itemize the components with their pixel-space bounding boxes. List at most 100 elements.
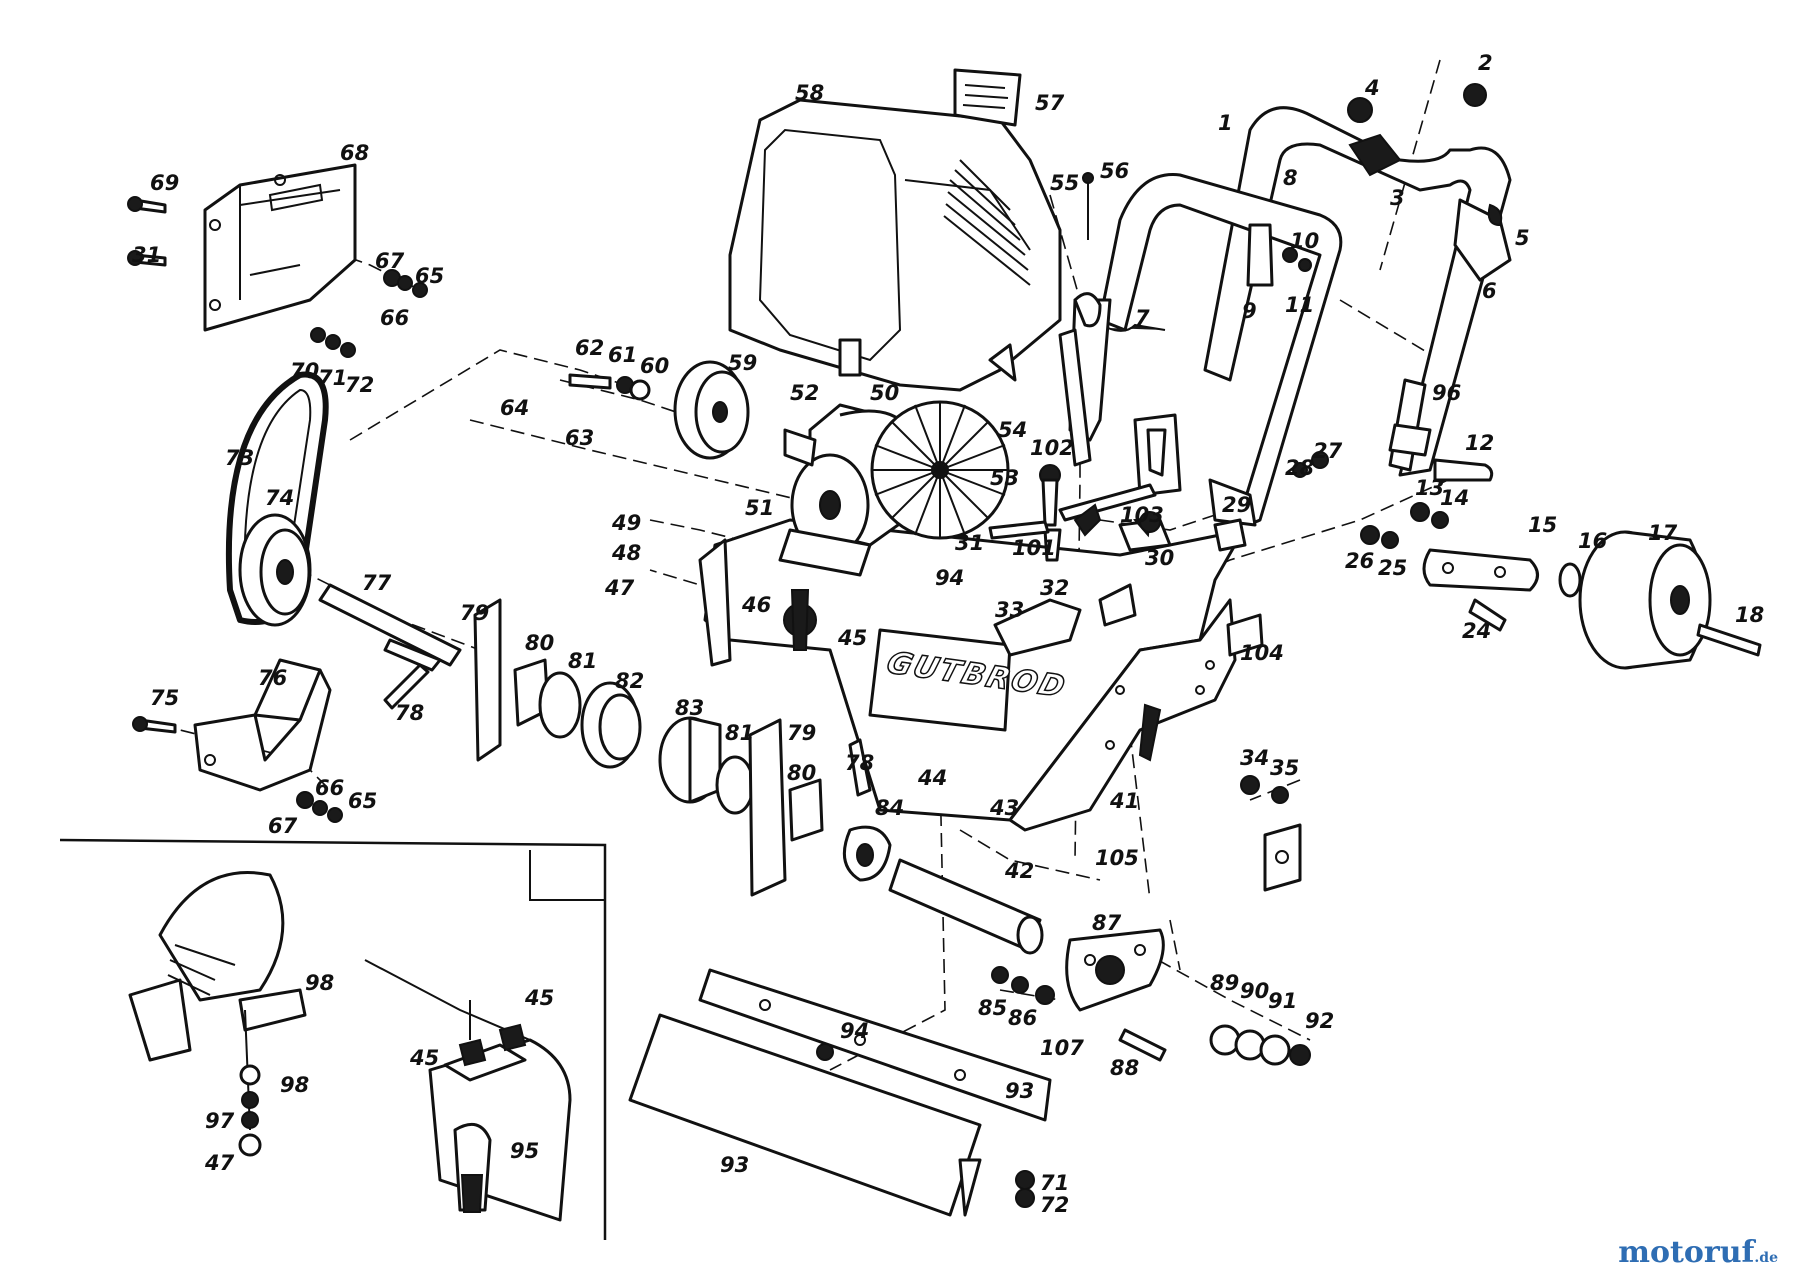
callout-45-inset-top: 45 bbox=[524, 986, 554, 1010]
side-bracket-right bbox=[1226, 613, 1302, 892]
rear-wheel bbox=[1578, 530, 1762, 670]
callout-44: 44 bbox=[917, 766, 947, 790]
callout-65-cover: 65 bbox=[415, 264, 444, 288]
callout-72-plate: 72 bbox=[1040, 1193, 1069, 1217]
callout-25: 25 bbox=[1378, 556, 1407, 580]
motor-hood bbox=[728, 98, 1062, 392]
callout-93: 93 bbox=[1005, 1079, 1034, 1103]
callout-12: 12 bbox=[1465, 431, 1494, 455]
callout-56: 56 bbox=[1100, 159, 1129, 183]
callout-47: 47 bbox=[604, 576, 635, 600]
callout-67-bracket: 67 bbox=[268, 814, 298, 838]
callout-1: 1 bbox=[1218, 111, 1233, 135]
callout-88: 88 bbox=[1110, 1056, 1139, 1080]
main-housing: GUTBROD bbox=[698, 518, 1237, 832]
callout-52: 52 bbox=[790, 381, 819, 405]
callout-45-inset-left: 45 bbox=[409, 1046, 439, 1070]
base-plate bbox=[628, 968, 1052, 1217]
callout-93-front: 93 bbox=[720, 1153, 749, 1177]
callout-66-cover: 66 bbox=[380, 306, 409, 330]
hood-bolt bbox=[1058, 172, 1102, 467]
part-callouts: 1 2 3 4 5 6 7 8 9 10 11 12 13 14 15 16 1… bbox=[132, 51, 1764, 1217]
callout-29: 29 bbox=[1222, 493, 1251, 517]
callout-68: 68 bbox=[340, 141, 369, 165]
callout-53: 53 bbox=[990, 466, 1019, 490]
callout-80-right: 80 bbox=[787, 761, 816, 785]
wheel-bracket bbox=[1360, 502, 1582, 632]
callout-91: 91 bbox=[1268, 989, 1297, 1013]
callout-107: 107 bbox=[1040, 1036, 1084, 1060]
callout-101: 101 bbox=[1012, 536, 1056, 560]
hood-vent-grille bbox=[943, 159, 1031, 286]
switch-bracket bbox=[988, 413, 1247, 562]
callout-60: 60 bbox=[640, 354, 669, 378]
callout-79: 79 bbox=[460, 601, 489, 625]
cooling-fan bbox=[870, 400, 1010, 540]
callout-79-right: 79 bbox=[787, 721, 816, 745]
watermark-name: motoruf bbox=[1618, 1235, 1755, 1270]
callout-83: 83 bbox=[675, 696, 704, 720]
callout-5: 5 bbox=[1515, 226, 1530, 250]
callout-81-right: 81 bbox=[725, 721, 754, 745]
callout-67-cover: 67 bbox=[375, 249, 405, 273]
callout-98-bottom: 98 bbox=[280, 1073, 309, 1097]
callout-86: 86 bbox=[1008, 1006, 1037, 1030]
callout-90: 90 bbox=[1240, 979, 1269, 1003]
callout-47-inset: 47 bbox=[204, 1151, 235, 1175]
callout-102: 102 bbox=[1030, 436, 1074, 460]
callout-74: 74 bbox=[265, 486, 294, 510]
callout-69: 69 bbox=[150, 171, 179, 195]
callout-24: 24 bbox=[1462, 619, 1491, 643]
callout-62: 62 bbox=[575, 336, 604, 360]
callout-98-top: 98 bbox=[305, 971, 334, 995]
callout-87: 87 bbox=[1092, 911, 1122, 935]
callout-105: 105 bbox=[1095, 846, 1139, 870]
callout-3: 3 bbox=[1390, 186, 1405, 210]
callout-8: 8 bbox=[1283, 166, 1298, 190]
callout-10: 10 bbox=[1290, 229, 1319, 253]
callout-58: 58 bbox=[795, 81, 824, 105]
callout-11: 11 bbox=[1285, 293, 1314, 317]
callout-17: 17 bbox=[1648, 521, 1678, 545]
tine-shaft bbox=[888, 858, 1311, 1066]
callout-57: 57 bbox=[1035, 91, 1065, 115]
callout-73: 73 bbox=[225, 446, 254, 470]
callout-28: 28 bbox=[1285, 456, 1314, 480]
inset-detail bbox=[59, 838, 607, 1240]
callout-7: 7 bbox=[1135, 306, 1150, 330]
callout-9: 9 bbox=[1242, 299, 1257, 323]
callout-85: 85 bbox=[978, 996, 1007, 1020]
callout-82: 82 bbox=[615, 669, 644, 693]
callout-30: 30 bbox=[1145, 546, 1174, 570]
callout-103: 103 bbox=[1120, 503, 1164, 527]
callout-71: 71 bbox=[318, 366, 347, 390]
callout-2: 2 bbox=[1478, 51, 1493, 75]
callout-92: 92 bbox=[1305, 1009, 1334, 1033]
callout-81: 81 bbox=[568, 649, 597, 673]
callout-104: 104 bbox=[1240, 641, 1284, 665]
callout-65-bracket: 65 bbox=[348, 789, 377, 813]
callout-70: 70 bbox=[290, 359, 319, 383]
callout-42: 42 bbox=[1004, 859, 1034, 883]
callout-50: 50 bbox=[870, 381, 899, 405]
callout-34: 34 bbox=[1240, 746, 1269, 770]
callout-46: 46 bbox=[741, 593, 771, 617]
callout-80: 80 bbox=[525, 631, 554, 655]
watermark-tld: .de bbox=[1754, 1250, 1778, 1266]
callout-35: 35 bbox=[1270, 756, 1299, 780]
roller-pulley bbox=[238, 513, 462, 710]
callout-4: 4 bbox=[1364, 76, 1380, 100]
callout-32: 32 bbox=[1040, 576, 1069, 600]
callout-43: 43 bbox=[989, 796, 1019, 820]
callout-41: 41 bbox=[1109, 789, 1139, 813]
motor-pulley bbox=[568, 360, 750, 460]
callout-78-shaft: 78 bbox=[845, 751, 874, 775]
height-adjust-rod bbox=[1388, 378, 1494, 482]
callout-64: 64 bbox=[500, 396, 529, 420]
warning-decal bbox=[953, 68, 1022, 127]
callout-27: 27 bbox=[1313, 439, 1343, 463]
bearing-bracket bbox=[132, 658, 343, 823]
handle-bar-assembly bbox=[1068, 83, 1512, 527]
callout-77: 77 bbox=[362, 571, 392, 595]
motoruf-watermark: motoruf.de bbox=[1618, 1235, 1778, 1270]
